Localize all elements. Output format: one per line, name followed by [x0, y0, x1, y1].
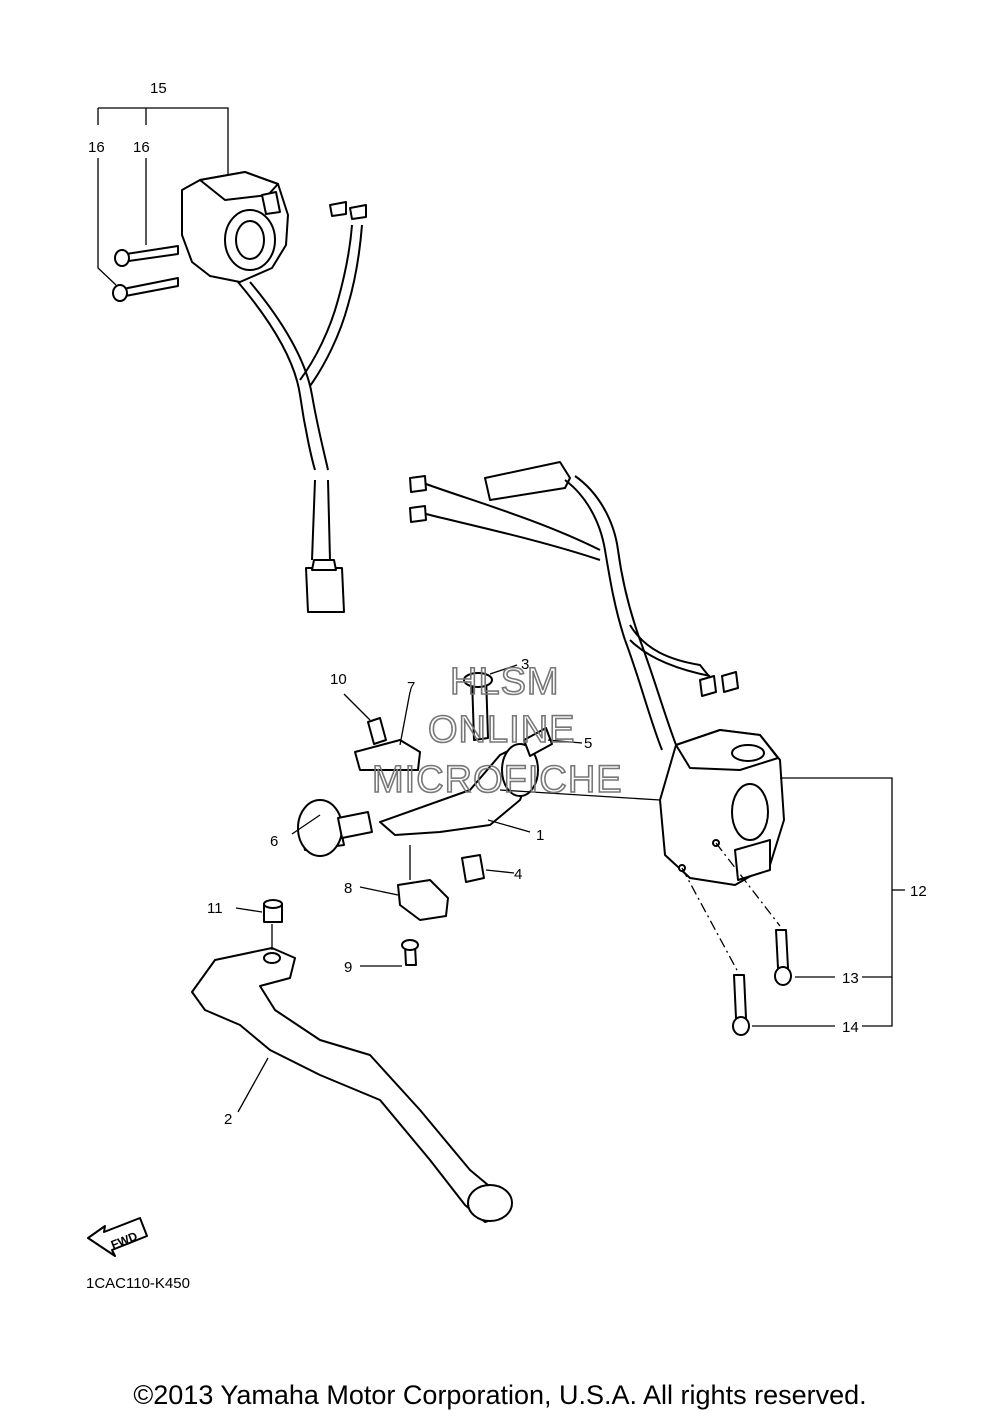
- callout-14: 14: [842, 1019, 859, 1036]
- fwd-arrow-icon: FWD: [87, 1217, 148, 1257]
- watermark-line-3: MICROFICHE: [372, 759, 623, 801]
- left-switch-assembly: [112, 171, 367, 613]
- clutch-lever: [191, 947, 513, 1223]
- callout-4: 4: [514, 866, 522, 883]
- callout-1: 1: [536, 827, 544, 844]
- leader-lines: [97, 107, 905, 1113]
- diagram-code: 1CAC110-K450: [86, 1275, 190, 1292]
- callout-15: 15: [150, 80, 167, 97]
- callout-9: 9: [344, 959, 352, 976]
- callout-16b: 16: [133, 139, 150, 156]
- watermark: HLSM ONLINE MICROFICHE: [371, 660, 623, 802]
- watermark-line-1: HLSM: [450, 661, 560, 703]
- lever-holder-assembly: [263, 672, 553, 966]
- watermark-line-2: ONLINE: [428, 709, 575, 751]
- callout-6: 6: [270, 833, 278, 850]
- callout-10: 10: [330, 671, 347, 688]
- right-switch-assembly: [409, 461, 792, 1036]
- callout-8: 8: [344, 880, 352, 897]
- callout-labels: 15 16 16 12 13 14 1 4 5 3 7 10 6 8 9 11 …: [88, 80, 927, 1128]
- callout-16a: 16: [88, 139, 105, 156]
- copyright-notice: ©2013 Yamaha Motor Corporation, U.S.A. A…: [133, 1380, 867, 1410]
- callout-7: 7: [407, 679, 415, 696]
- callout-13: 13: [842, 970, 859, 987]
- callout-12: 12: [910, 883, 927, 900]
- callout-11: 11: [207, 900, 223, 917]
- callout-2: 2: [224, 1111, 232, 1128]
- callout-3: 3: [521, 656, 529, 673]
- callout-5: 5: [584, 735, 592, 752]
